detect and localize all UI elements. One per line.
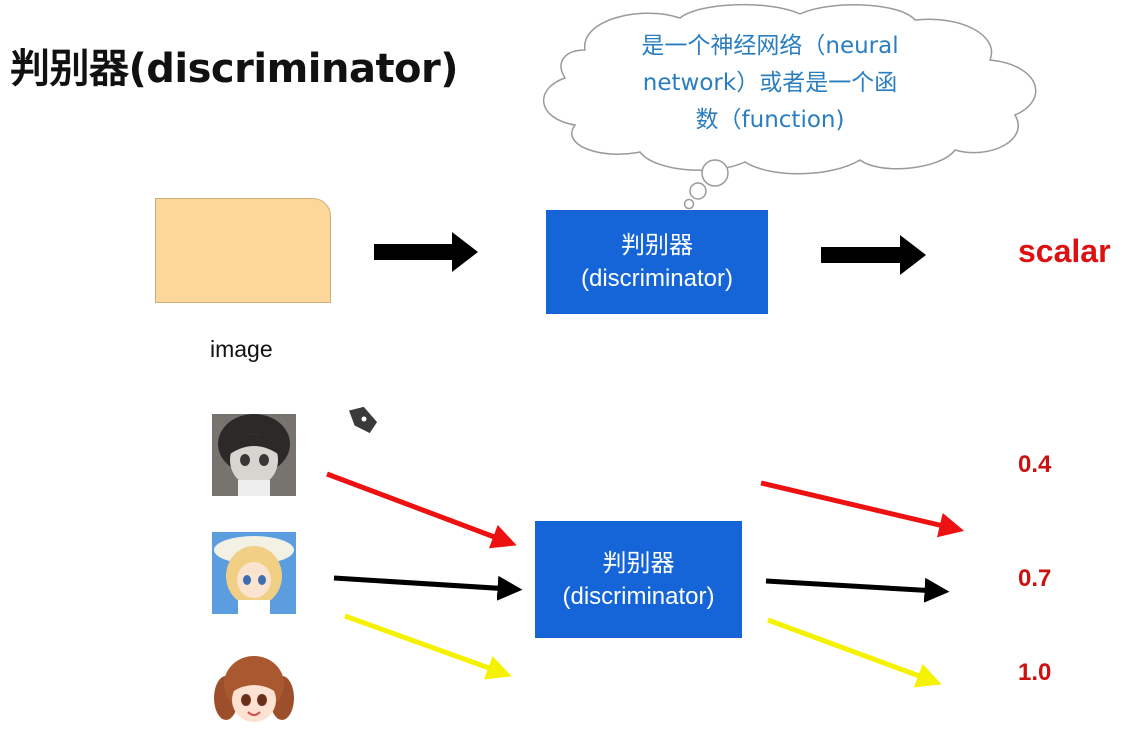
score-value: 0.4 bbox=[1018, 451, 1052, 478]
pen-cursor-icon bbox=[344, 404, 384, 440]
scalar-output-label: scalar bbox=[1018, 233, 1111, 269]
arrow-icon bbox=[344, 613, 512, 680]
discriminator-box-top: 判别器 (discriminator) bbox=[546, 210, 768, 314]
score-value: 1.0 bbox=[1018, 659, 1052, 686]
arrow-icon bbox=[821, 235, 926, 275]
discriminator-label: 判别器 bbox=[621, 232, 693, 259]
arrow-icon bbox=[760, 480, 965, 538]
page-title: 判别器(discriminator) bbox=[10, 46, 459, 92]
anime-face-thumbnail bbox=[212, 650, 296, 732]
input-image-placeholder bbox=[155, 198, 331, 303]
arrow-icon bbox=[333, 575, 523, 601]
image-label: image bbox=[210, 336, 273, 362]
arrow-icon bbox=[326, 471, 517, 549]
cloud-caption: 是一个神经网络（neural network）或者是一个函 数（function… bbox=[600, 28, 940, 139]
score-value: 0.7 bbox=[1018, 565, 1052, 592]
cloud-caption-line: 是一个神经网络（neural bbox=[641, 33, 899, 59]
arrow-icon bbox=[374, 232, 478, 272]
cloud-caption-line: 数（function) bbox=[695, 107, 845, 133]
discriminator-box-bottom: 判别器 (discriminator) bbox=[535, 521, 742, 638]
thought-cloud-icon bbox=[542, 3, 1037, 210]
discriminator-sublabel: (discriminator) bbox=[562, 582, 715, 610]
anime-face-thumbnail bbox=[212, 532, 296, 614]
cloud-caption-line: network）或者是一个函 bbox=[642, 70, 898, 96]
discriminator-sublabel: (discriminator) bbox=[580, 265, 733, 292]
discriminator-label: 判别器 bbox=[602, 549, 675, 577]
anime-face-thumbnail bbox=[212, 414, 296, 496]
arrow-icon bbox=[767, 617, 942, 688]
arrow-icon bbox=[765, 577, 950, 603]
